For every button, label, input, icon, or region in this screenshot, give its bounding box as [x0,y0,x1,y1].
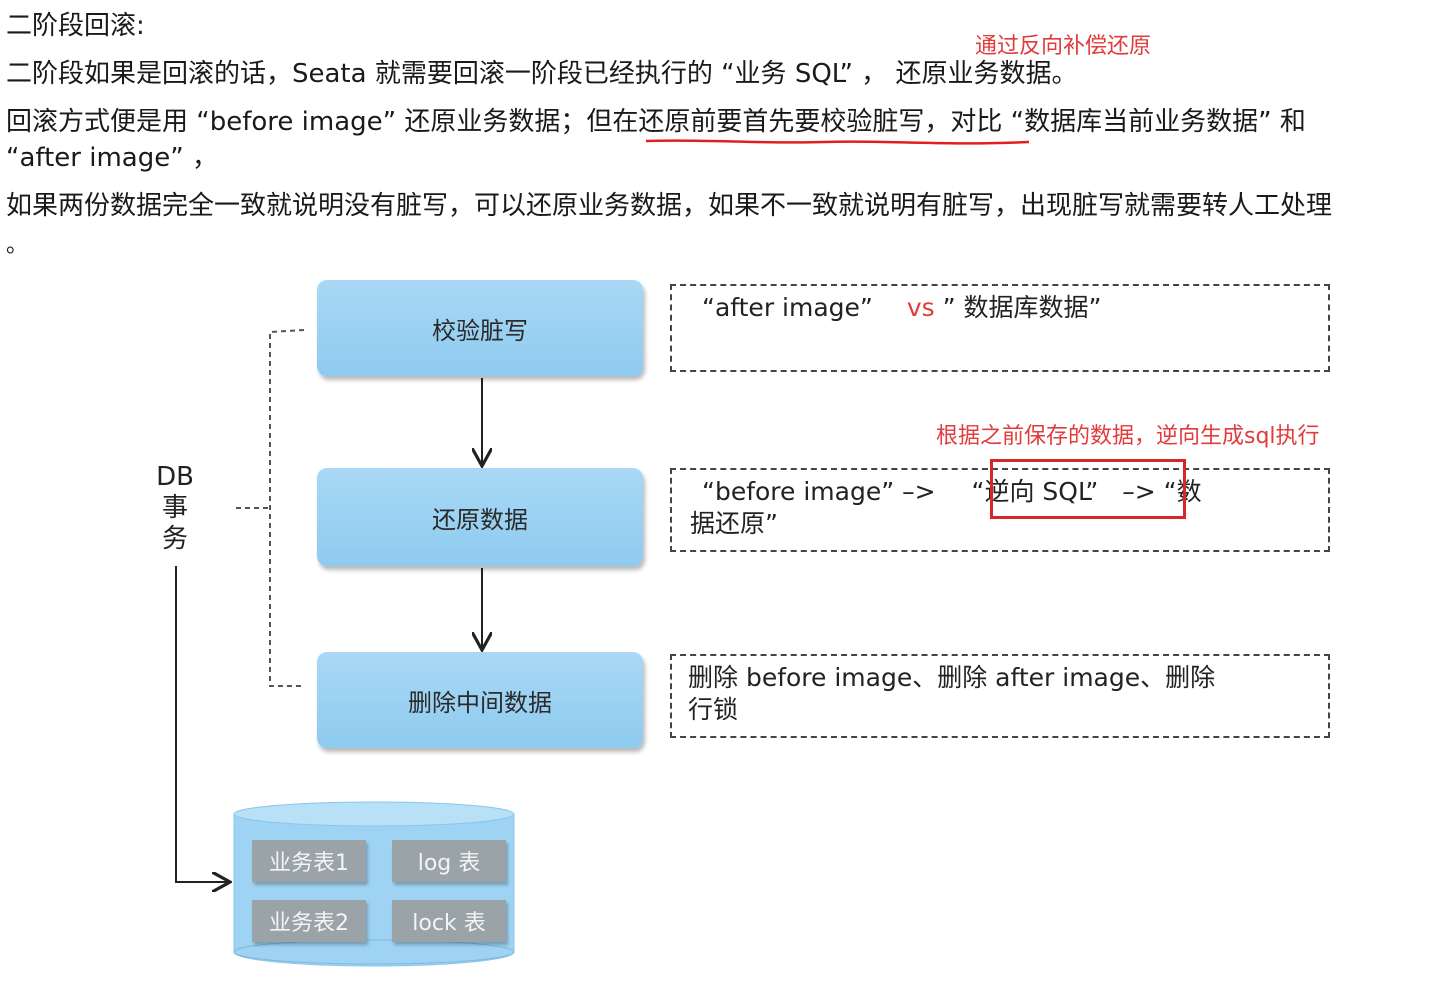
box-compare-after-image: “after image” vs ” 数据库数据” [670,284,1330,372]
reverse-sql-highlight-box [990,459,1186,519]
box1-after-image: “after image” [702,293,873,322]
step-check-dirty-write: 校验脏写 [317,280,643,376]
paragraph-line-2: 回滚方式便是用 “before image” 还原业务数据；但在还原前要首先要校… [6,104,1306,140]
box1-db-data: ” 数据库数据” [942,293,1102,322]
table-business-1: 业务表1 [252,840,366,882]
box1-vs: vs [906,293,935,322]
box2-restore: –> “数 [1122,477,1202,506]
step-delete-intermediate-data: 删除中间数据 [317,652,643,748]
database-cylinder-icon [233,801,515,967]
line2-part-a: 回滚方式便是用 “before image” 还原业务数据； [6,107,587,137]
handdrawn-underline [645,139,1030,145]
box-restore-flow: “before image” –> “逆向 SQL” –> “数 据还原” [670,468,1330,552]
table-lock: lock 表 [392,900,506,942]
section-heading: 二阶段回滚: [6,11,145,41]
paragraph-line-4: 如果两份数据完全一致就说明没有脏写，可以还原业务数据，如果不一致就说明有脏写，出… [6,191,1333,221]
box2-before-image: “before image” –> [702,477,936,506]
box3-line1: 删除 before image、删除 after image、删除 [688,663,1216,692]
annotation-reverse-compensation: 通过反向补偿还原 [975,34,1152,59]
box2-line2: 据还原” [690,509,778,538]
paragraph-line-3: “after image” ， [6,143,218,173]
line2-highlight: 但在还原前要首先要校验脏写， [586,107,951,137]
table-business-2: 业务表2 [252,900,366,942]
box3-line2: 行锁 [688,695,739,724]
paragraph-line-5: 。 [6,233,29,258]
line2-part-c: 对比 “数据库当前业务数据” 和 [950,107,1306,137]
step-restore-data: 还原数据 [317,468,643,566]
table-log: log 表 [392,840,506,882]
paragraph-line-1: 二阶段如果是回滚的话，Seata 就需要回滚一阶段已经执行的 “业务 SQL” … [6,59,1078,89]
box-delete-intermediate: 删除 before image、删除 after image、删除 行锁 [670,654,1330,738]
db-transaction-label: DB 事 务 [156,462,194,554]
annotation-reverse-sql: 根据之前保存的数据，逆向生成sql执行 [936,424,1320,449]
